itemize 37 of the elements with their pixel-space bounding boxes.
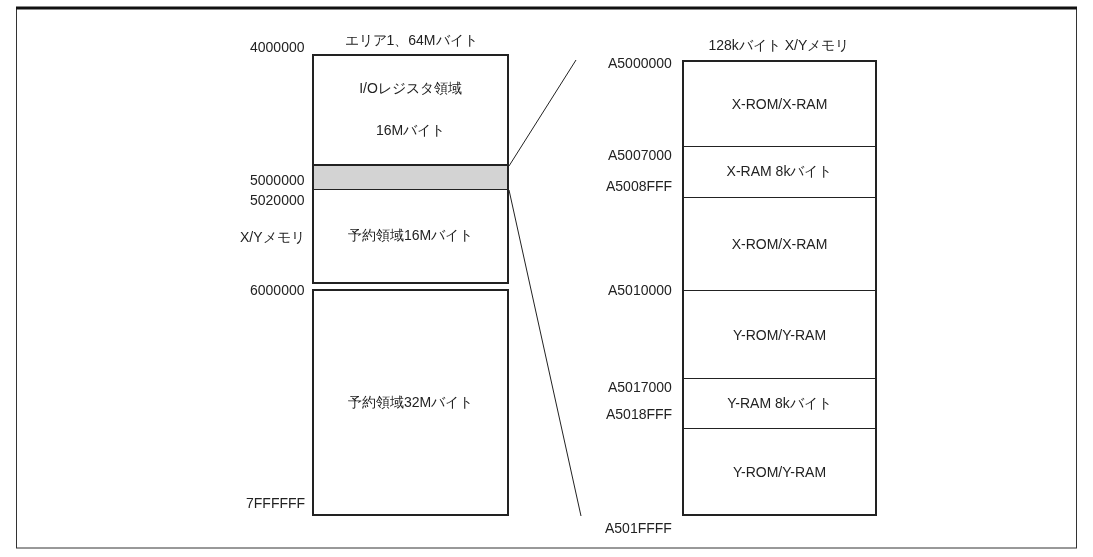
address-label: A5018FFF bbox=[606, 406, 673, 422]
block-label: X-RAM 8kバイト bbox=[726, 163, 833, 181]
address-label: A5017000 bbox=[608, 379, 672, 395]
memory-block bbox=[682, 146, 877, 197]
zoom-line bbox=[508, 59, 577, 167]
memory-block bbox=[682, 378, 877, 428]
address-label: 5000000 bbox=[250, 172, 305, 188]
block-label: X-ROM/X-RAM bbox=[731, 236, 828, 252]
memory-block bbox=[312, 54, 509, 166]
address-label: A5008FFF bbox=[606, 178, 673, 194]
shaded-band bbox=[312, 166, 509, 190]
column-title: エリア1、64Mバイト bbox=[344, 32, 478, 48]
block-label: Y-ROM/Y-RAM bbox=[732, 326, 827, 343]
block-label: 予約領域16Mバイト bbox=[347, 227, 474, 245]
memory-block bbox=[682, 428, 877, 516]
memory-block bbox=[312, 289, 509, 516]
memory-block bbox=[312, 190, 509, 284]
block-label: 16Mバイト bbox=[375, 122, 446, 140]
block-label: Y-RAM 8kバイト bbox=[727, 394, 832, 413]
memory-block bbox=[682, 290, 877, 378]
zoom-line bbox=[508, 189, 582, 517]
column-title: 128kバイト X/Yメモリ bbox=[708, 37, 850, 53]
address-label: 6000000 bbox=[250, 282, 305, 298]
memory-block bbox=[682, 197, 877, 290]
block-label: I/Oレジスタ領域 bbox=[359, 80, 462, 98]
address-label: A501FFFF bbox=[605, 520, 672, 536]
address-label: A5010000 bbox=[608, 282, 672, 298]
block-label: X-ROM/X-RAM bbox=[731, 96, 828, 112]
address-label: A5000000 bbox=[608, 55, 672, 71]
block-label: 予約領域32Mバイト bbox=[347, 393, 474, 412]
address-label: A5007000 bbox=[608, 147, 672, 163]
address-label: 7FFFFFF bbox=[246, 495, 306, 511]
address-label: 4000000 bbox=[250, 39, 305, 55]
region-label: X/Yメモリ bbox=[240, 229, 305, 245]
address-label: 5020000 bbox=[250, 192, 305, 208]
block-label: Y-ROM/Y-RAM bbox=[732, 463, 827, 480]
memory-block bbox=[682, 60, 877, 146]
